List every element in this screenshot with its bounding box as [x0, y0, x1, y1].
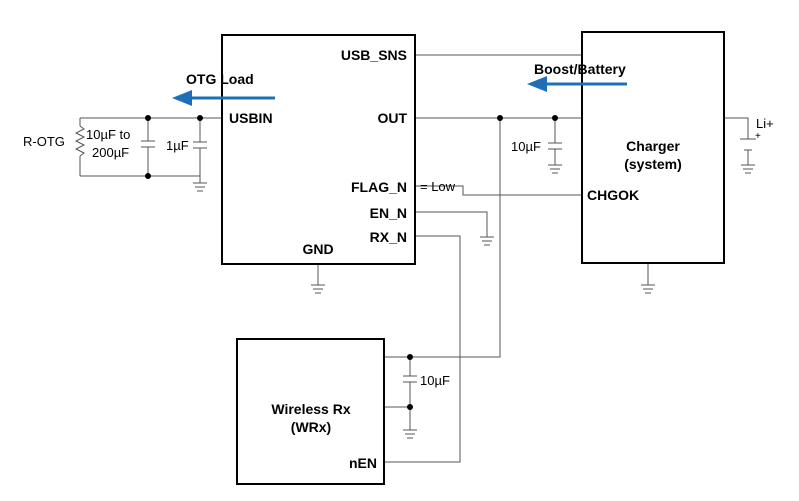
charger-block [581, 31, 725, 264]
otg-load-arrow [172, 90, 275, 106]
pin-chgok: CHGOK [587, 187, 639, 203]
label-battery-plus: + [755, 131, 761, 142]
pin-out: OUT [377, 110, 407, 126]
wire-batt-top [724, 117, 749, 139]
pin-usb-sns: USB_SNS [341, 47, 407, 63]
label-r-otg: R-OTG [23, 134, 65, 149]
pin-en-n: EN_N [370, 205, 407, 221]
battery-icon [740, 138, 756, 151]
label-battery: Li+ [756, 116, 774, 131]
charger-subtitle: (system) [624, 156, 682, 172]
junction-dots [145, 115, 558, 410]
wireless-rx-block [236, 338, 385, 485]
ground-icon [311, 284, 325, 294]
capacitor-otg [141, 140, 155, 148]
ground-icon [403, 429, 417, 439]
capacitor-wrx [403, 375, 417, 383]
capacitor-1uf [193, 141, 207, 149]
pin-nen: nEN [349, 455, 377, 471]
wires [79, 54, 749, 463]
pin-usbin: USBIN [229, 110, 273, 126]
label-cap-otg-line2: 200µF [92, 145, 129, 160]
wire-rx-nen [384, 235, 461, 463]
ground-icon [548, 164, 562, 174]
wire-en-n [415, 211, 488, 237]
ground-icon [193, 182, 207, 192]
wireless-title: Wireless Rx [271, 401, 350, 417]
ground-icon [480, 236, 494, 246]
resistor-rotg [74, 125, 86, 157]
label-flag-low: = Low [420, 179, 456, 194]
label-cap-wrx: 10µF [420, 373, 450, 388]
label-cap-out: 10µF [511, 139, 541, 154]
pin-rx-n: RX_N [370, 229, 407, 245]
wireless-subtitle: (WRx) [291, 419, 331, 435]
boost-battery-arrow [527, 76, 627, 92]
label-otg-load: OTG Load [186, 71, 254, 87]
wire-flag-chgok [415, 185, 582, 196]
ic-block [221, 34, 416, 265]
label-cap-1uf: 1µF [166, 138, 189, 153]
pin-gnd: GND [302, 241, 333, 257]
pin-flag-n: FLAG_N [351, 179, 407, 195]
label-cap-otg-line1: 10µF to [86, 127, 130, 142]
wire-out-to-wrx [410, 118, 501, 358]
ground-icon [741, 164, 755, 174]
label-boost-battery: Boost/Battery [534, 61, 626, 77]
capacitor-out [548, 142, 562, 150]
ground-icon [641, 284, 655, 294]
charger-title: Charger [626, 138, 680, 154]
